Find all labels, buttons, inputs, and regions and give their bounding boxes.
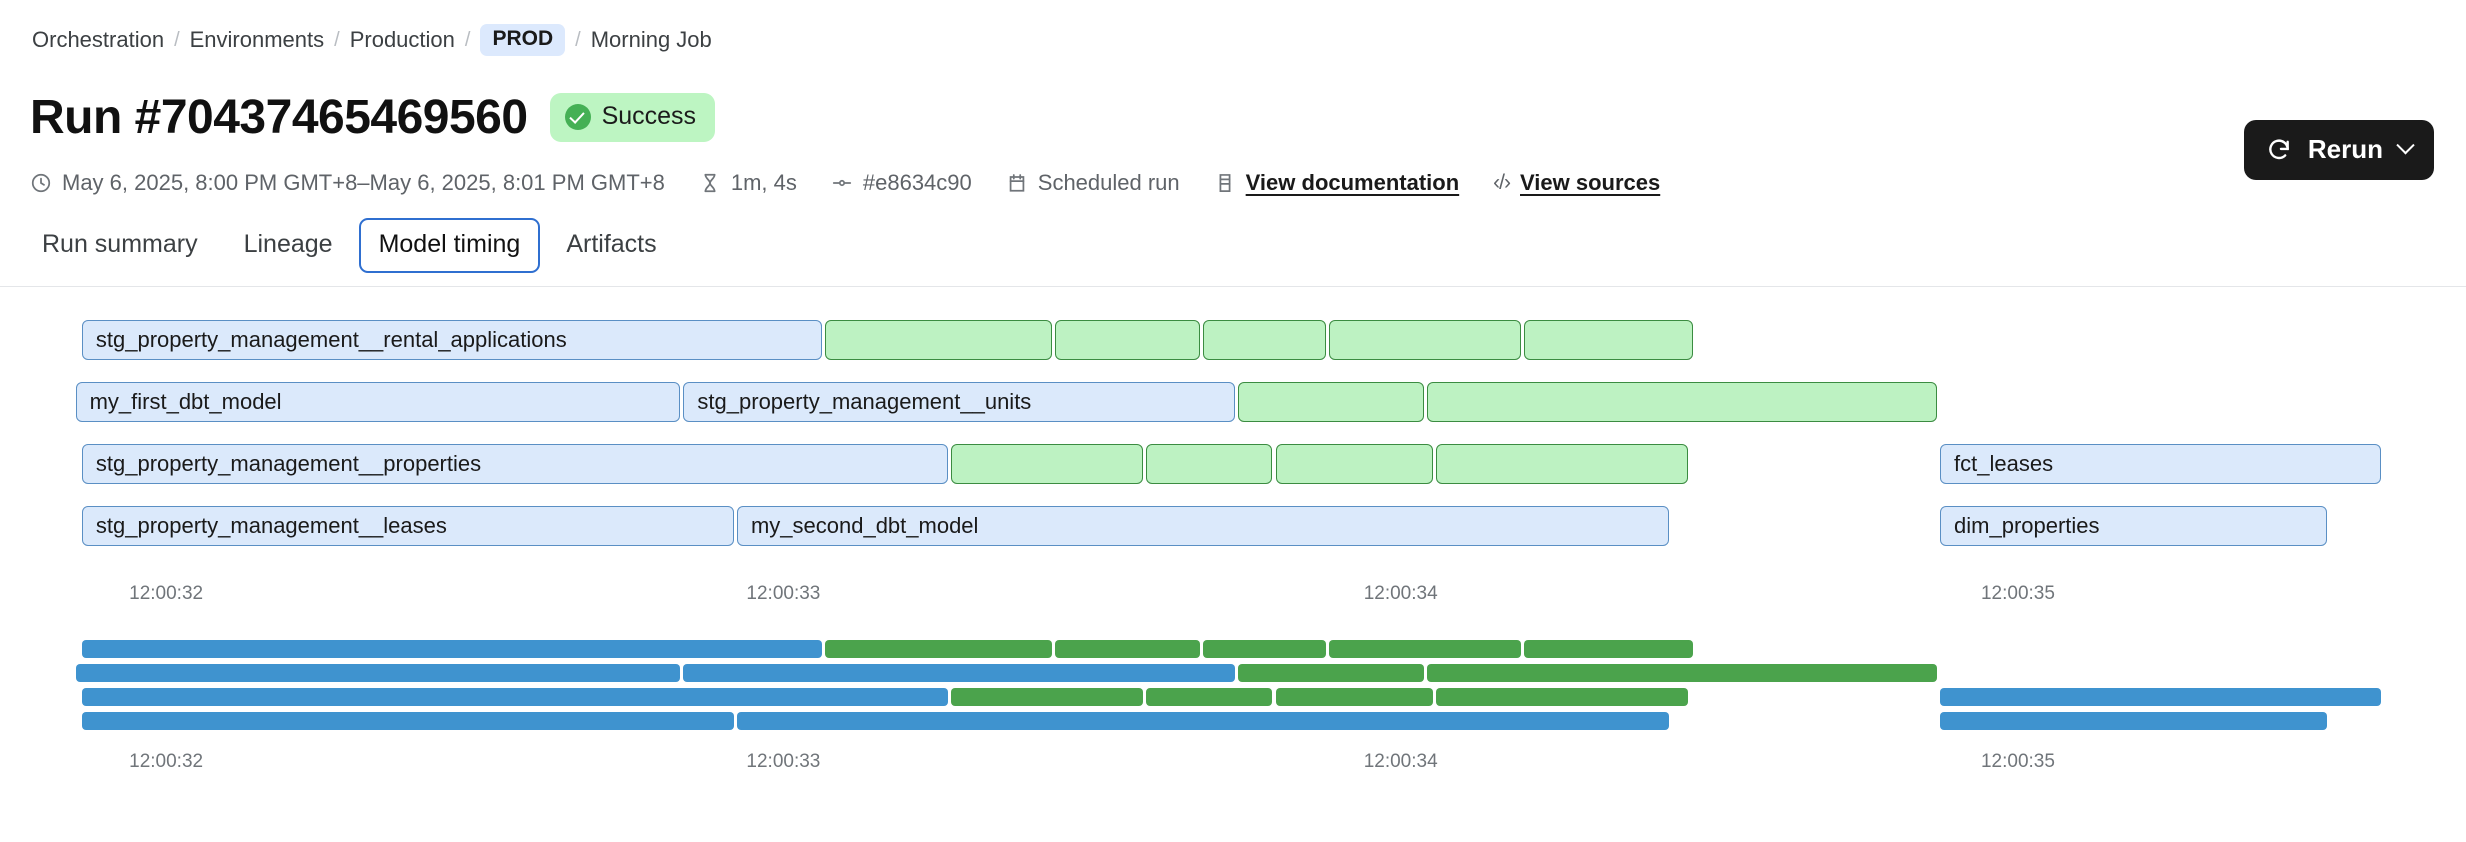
breadcrumb-item-production[interactable]: Production	[349, 27, 455, 52]
gantt-bar-segment[interactable]	[1237, 664, 1424, 682]
meta-item-1m-4s: 1m, 4s	[699, 170, 797, 196]
meta-item-may-6-2025-8-00-pm-gmt-8-may-6-2025-8-01: May 6, 2025, 8:00 PM GMT+8–May 6, 2025, …	[30, 170, 665, 196]
gantt-bar-my_second_dbt_model[interactable]: my_second_dbt_model	[736, 506, 1670, 546]
axis-tick-label: 12:00:33	[746, 583, 821, 604]
gantt-bar-segment[interactable]	[1329, 640, 1522, 658]
rerun-button-label: Rerun	[2307, 134, 2383, 164]
clock-icon	[31, 173, 51, 193]
gantt-bar-segment[interactable]	[1524, 640, 1693, 658]
status-badge: Success	[549, 93, 716, 142]
check-circle-icon	[564, 103, 591, 130]
hourglass-icon	[704, 173, 716, 193]
breadcrumb-separator: /	[575, 28, 581, 51]
gantt-bar-stg_property_management__rental_applications[interactable]: stg_property_management__rental_applicat…	[81, 320, 822, 360]
meta-item-label: #e8634c90	[862, 170, 972, 195]
gantt-bar-label: stg_property_management__leases	[95, 513, 447, 538]
gantt-bar-segment[interactable]	[75, 664, 681, 682]
gantt-bar-fct_leases[interactable]: fct_leases	[1940, 444, 2381, 484]
tab-divider	[0, 286, 2466, 287]
meta-item-view-sources[interactable]: ‹/› View sources	[1493, 170, 1660, 196]
gantt-bar-segment[interactable]	[951, 688, 1144, 706]
axis-tick-label: 12:00:33	[746, 751, 821, 772]
axis-tick-label: 12:00:34	[1363, 583, 1438, 604]
tab-bar: Run summary Lineage Model timing Artifacts	[22, 218, 677, 273]
gantt-bar-segment[interactable]	[1055, 320, 1200, 360]
meta-item-view-documentation[interactable]: View documentation	[1214, 170, 1460, 196]
meta-item-scheduled-run: Scheduled run	[1006, 170, 1180, 196]
gantt-bar-segment[interactable]	[1436, 444, 1689, 484]
breadcrumb-separator: /	[334, 28, 340, 51]
gantt-bar-segment[interactable]	[1436, 688, 1689, 706]
git-commit-icon	[832, 179, 851, 187]
gantt-bar-segment[interactable]	[81, 712, 734, 730]
page-title: Run #70437465469560	[30, 91, 528, 144]
axis-tick-label: 12:00:35	[1980, 751, 2055, 772]
meta-item-label[interactable]: View documentation	[1245, 170, 1460, 195]
tab-run-summary[interactable]: Run summary	[42, 230, 198, 258]
gantt-bar-segment[interactable]	[1275, 444, 1433, 484]
tab-artifacts[interactable]: Artifacts	[566, 230, 657, 258]
gantt-bar-label: dim_properties	[1954, 513, 2100, 538]
gantt-bar-label: stg_property_management__properties	[95, 451, 482, 476]
gantt-bar-segment[interactable]	[1203, 320, 1326, 360]
meta-item-label[interactable]: View sources	[1520, 170, 1661, 195]
breadcrumb-item-environments[interactable]: Environments	[189, 27, 325, 52]
gantt-bar-stg_property_management__leases[interactable]: stg_property_management__leases	[81, 506, 734, 546]
rerun-button[interactable]: Rerun	[2243, 120, 2434, 180]
gantt-bar-segment[interactable]	[1940, 712, 2328, 730]
refresh-icon	[2269, 139, 2289, 159]
gantt-bar-segment[interactable]	[1524, 320, 1693, 360]
gantt-bar-label: my_second_dbt_model	[750, 513, 979, 538]
title-row: Run #70437465469560 Success	[30, 90, 716, 145]
breadcrumb-separator: /	[464, 28, 471, 51]
axis-tick-label: 12:00:32	[129, 583, 204, 604]
axis-tick-label: 12:00:34	[1363, 751, 1438, 772]
gantt-bar-stg_property_management__properties[interactable]: stg_property_management__properties	[81, 444, 948, 484]
meta-item-label: Scheduled run	[1037, 170, 1180, 195]
gantt-bar-segment[interactable]	[951, 444, 1144, 484]
gantt-bar-segment[interactable]	[1055, 640, 1200, 658]
gantt-bar-segment[interactable]	[81, 688, 948, 706]
meta-item-e8634c90: #e8634c90	[831, 170, 972, 196]
code-icon: ‹/›	[1493, 171, 1511, 194]
run-metadata: May 6, 2025, 8:00 PM GMT+8–May 6, 2025, …	[30, 170, 1660, 196]
breadcrumb-item-orchestration[interactable]: Orchestration	[32, 27, 165, 52]
gantt-bar-segment[interactable]	[1426, 382, 1937, 422]
gantt-bar-segment[interactable]	[825, 640, 1052, 658]
gantt-bar-label: stg_property_management__units	[697, 389, 1032, 414]
axis-tick-label: 12:00:32	[129, 751, 204, 772]
gantt-bar-label: fct_leases	[1954, 451, 2054, 476]
gantt-bar-segment[interactable]	[825, 320, 1052, 360]
breadcrumb-separator: /	[174, 28, 180, 51]
gantt-bar-segment[interactable]	[1426, 664, 1937, 682]
gantt-bar-segment[interactable]	[1329, 320, 1522, 360]
meta-item-label: 1m, 4s	[730, 170, 797, 195]
gantt-bar-segment[interactable]	[736, 712, 1670, 730]
status-badge-label: Success	[601, 102, 697, 130]
gantt-bar-segment[interactable]	[81, 640, 822, 658]
gantt-bar-label: stg_property_management__rental_applicat…	[95, 327, 567, 352]
gantt-bar-stg_property_management__units[interactable]: stg_property_management__units	[683, 382, 1235, 422]
gantt-bar-segment[interactable]	[683, 664, 1235, 682]
gantt-bar-segment[interactable]	[1237, 382, 1424, 422]
gantt-bar-segment[interactable]	[1275, 688, 1433, 706]
meta-item-label: May 6, 2025, 8:00 PM GMT+8–May 6, 2025, …	[62, 170, 665, 195]
gantt-bar-segment[interactable]	[1940, 688, 2381, 706]
breadcrumb-item-morning-job[interactable]: Morning Job	[590, 27, 712, 52]
axis-tick-label: 12:00:35	[1980, 583, 2055, 604]
gantt-bar-segment[interactable]	[1146, 444, 1273, 484]
breadcrumb-item-prod[interactable]: PROD	[480, 24, 566, 56]
gantt-bar-dim_properties[interactable]: dim_properties	[1940, 506, 2328, 546]
chevron-down-icon	[2396, 136, 2415, 155]
gantt-bar-segment[interactable]	[1203, 640, 1326, 658]
gantt-bar-label: my_first_dbt_model	[89, 389, 282, 414]
gantt-bar-my_first_dbt_model[interactable]: my_first_dbt_model	[75, 382, 681, 422]
tab-lineage[interactable]: Lineage	[243, 230, 333, 258]
tab-model-timing[interactable]: Model timing	[358, 218, 541, 273]
breadcrumb: Orchestration / Environments / Production / PR…	[32, 24, 712, 56]
book-icon	[1219, 174, 1231, 192]
calendar-icon	[1009, 174, 1025, 192]
gantt-bar-segment[interactable]	[1146, 688, 1273, 706]
